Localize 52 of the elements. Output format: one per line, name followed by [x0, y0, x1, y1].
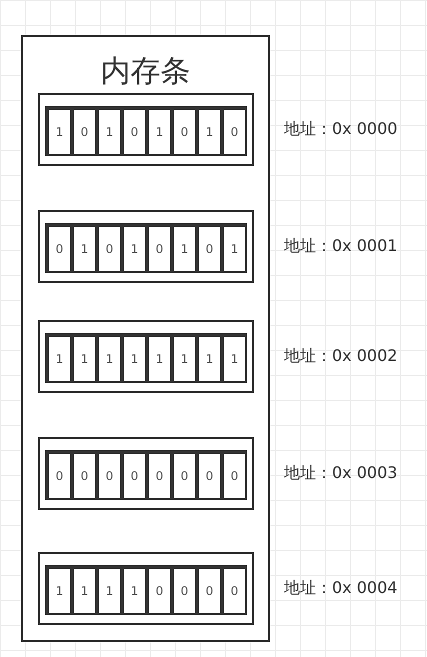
address-label: 地址：0x 0001	[284, 236, 398, 256]
bit-cell: 1	[122, 225, 147, 273]
address-label: 地址：0x 0000	[284, 118, 398, 140]
bit-cell: 1	[197, 108, 222, 156]
bit-cell: 0	[47, 225, 72, 273]
bit-cell: 0	[147, 452, 172, 500]
bit-cell: 0	[172, 567, 197, 615]
memory-module-box	[21, 35, 270, 642]
address-label: 地址：0x 0004	[284, 578, 398, 598]
bit-cell: 0	[147, 225, 172, 273]
bit-cell: 1	[197, 335, 222, 383]
bit-cell: 0	[222, 452, 247, 500]
bit-cell: 1	[222, 225, 247, 273]
bit-cell: 0	[172, 108, 197, 156]
memory-row-box	[38, 437, 254, 510]
bit-cell: 0	[47, 452, 72, 500]
bit-cell: 1	[72, 335, 97, 383]
bit-cell: 1	[97, 108, 122, 156]
bit-cell: 1	[47, 567, 72, 615]
bit-cell: 1	[147, 108, 172, 156]
bit-cell: 0	[72, 452, 97, 500]
bit-cell: 0	[172, 452, 197, 500]
bit-cell: 0	[122, 452, 147, 500]
bit-cell: 0	[97, 452, 122, 500]
memory-row-box	[38, 552, 254, 625]
bit-cell: 0	[72, 108, 97, 156]
bit-cell: 0	[197, 225, 222, 273]
bit-cell: 0	[222, 567, 247, 615]
bit-cell: 1	[172, 225, 197, 273]
bit-cell: 0	[197, 567, 222, 615]
bit-cell: 1	[47, 108, 72, 156]
bit-cell: 1	[222, 335, 247, 383]
bit-cell: 1	[72, 567, 97, 615]
bit-cell: 0	[122, 108, 147, 156]
bit-cell: 1	[122, 567, 147, 615]
address-label: 地址：0x 0003	[284, 462, 398, 484]
bit-cell: 0	[197, 452, 222, 500]
bit-cell: 1	[122, 335, 147, 383]
memory-row-box	[38, 320, 254, 393]
bit-cell: 1	[97, 567, 122, 615]
bit-cell: 1	[97, 335, 122, 383]
memory-row-box	[38, 210, 254, 283]
bit-cell: 1	[72, 225, 97, 273]
bit-cell: 1	[147, 335, 172, 383]
bit-cell: 1	[172, 335, 197, 383]
bit-cell: 0	[147, 567, 172, 615]
bit-cell: 0	[222, 108, 247, 156]
bit-cell: 1	[47, 335, 72, 383]
memory-row-box	[38, 93, 254, 166]
module-title: 内存条	[100, 53, 192, 91]
bit-cell: 0	[97, 225, 122, 273]
address-label: 地址：0x 0002	[284, 346, 398, 366]
